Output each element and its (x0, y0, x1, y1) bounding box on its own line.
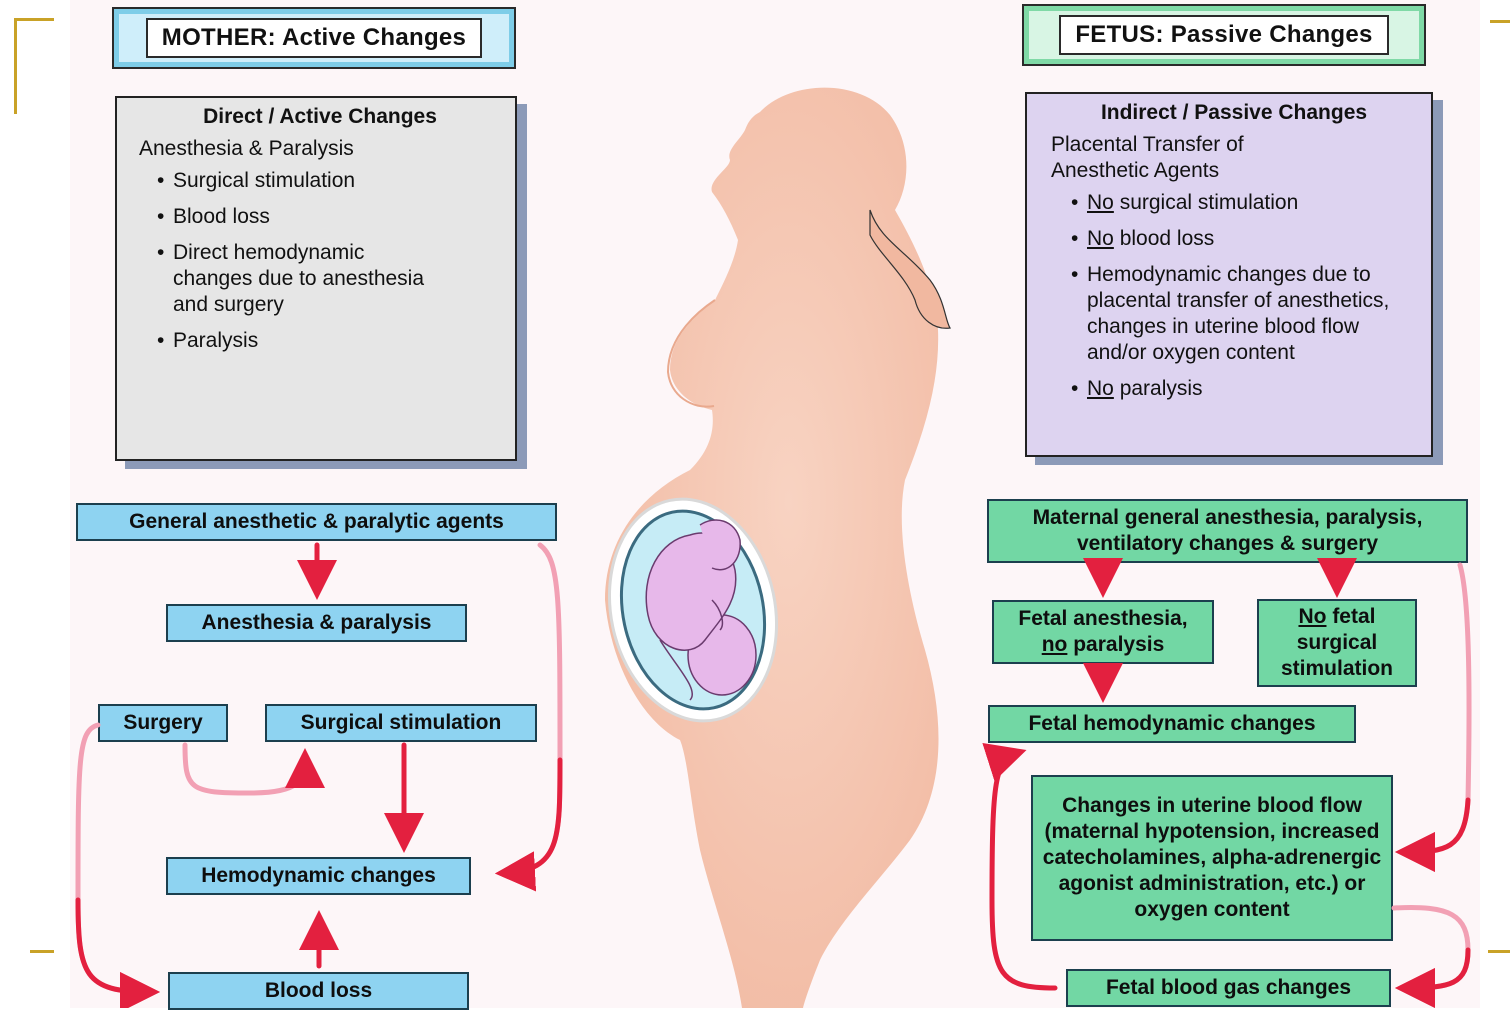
arrow-maternal-to-uterine-lower (1405, 800, 1468, 852)
arrow-maternal-to-uterine (1405, 565, 1469, 852)
arrow-uterine-to-blood-gas-lower (1405, 950, 1468, 988)
arrow-uterine-to-blood-gas (1394, 907, 1468, 988)
arrow-blood-gas-to-hemodynamic (992, 753, 1055, 988)
arrow-agents-to-hemodynamic (505, 545, 560, 873)
arrow-agents-to-hemodynamic-lower (505, 760, 560, 873)
arrow-surgery-to-blood-loss-lower (78, 900, 150, 992)
arrow-surgery-to-stimulation (185, 745, 305, 793)
arrow-surgery-to-blood-loss (78, 725, 150, 992)
